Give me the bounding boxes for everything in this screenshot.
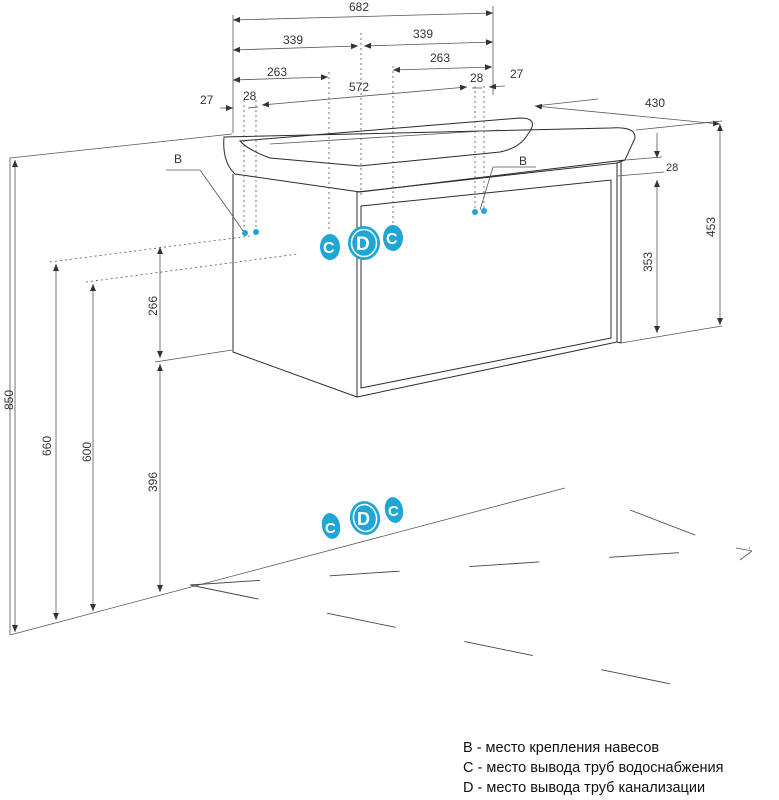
dim-half-right: 339 [413, 27, 433, 41]
floor-outlets: C D C [321, 497, 404, 539]
b-label-left: B [174, 152, 182, 166]
water-outlet-left-letter: C [323, 240, 335, 257]
dim-floor-to-cabinet: 396 [146, 472, 160, 492]
mounting-points: B B [166, 152, 536, 236]
dim-bowl-height: 453 [704, 217, 718, 237]
legend-b: B - место крепления навесов [463, 740, 660, 756]
dim-height-660: 660 [40, 436, 54, 456]
dim-half-left: 339 [283, 33, 303, 47]
floor-drain-marker [349, 501, 381, 535]
dim-offset-left-28: 28 [243, 89, 257, 103]
floor-water-left-letter: C [325, 520, 336, 537]
legend-c: C - место вывода труб водоснабжения [463, 760, 724, 776]
dim-cabinet-height: 353 [641, 252, 655, 272]
drain-outlet-marker [348, 226, 380, 260]
dim-height-600: 600 [80, 442, 94, 462]
mount-dot-left-1 [242, 230, 248, 236]
basin [223, 117, 636, 193]
legend-d: D - место вывода труб канализации [463, 780, 706, 796]
legend: B - место крепления навесов C - место вы… [463, 738, 723, 798]
dim-offset-right-27: 27 [510, 67, 524, 81]
mount-dot-left-2 [253, 229, 259, 235]
water-outlet-right-letter: C [386, 231, 398, 248]
wall-outline [9, 133, 723, 636]
top-dimensions: 682 339 339 263 263 27 28 572 28 27 [200, 0, 524, 195]
dim-rim: 28 [666, 162, 678, 174]
floor-water-right-letter: C [388, 503, 399, 520]
b-label-right: B [519, 154, 527, 168]
water-outlet-left-marker [320, 234, 340, 260]
floor-drain-letter: D [357, 509, 370, 529]
drain-outlet-letter: D [356, 234, 370, 255]
dim-offset-right-28: 28 [470, 71, 484, 85]
cabinet [232, 159, 626, 398]
right-dimensions: 430 28 453 353 [534, 96, 723, 333]
dim-c-left: 263 [267, 65, 287, 79]
water-outlet-right-marker [383, 225, 403, 251]
dim-depth: 430 [645, 96, 665, 110]
dim-mount-span: 572 [349, 80, 369, 94]
dim-offset-left-27: 27 [200, 93, 214, 107]
floor-water-left-marker [321, 513, 341, 539]
dim-span-266: 266 [146, 296, 160, 316]
dim-total-width: 682 [349, 0, 369, 14]
dim-total-height: 850 [2, 390, 16, 410]
wall-outlets: C D C [320, 225, 403, 260]
mount-dot-right-2 [481, 208, 487, 214]
mount-dot-right-1 [472, 209, 478, 215]
plumbing-guides [49, 66, 485, 283]
floor-outline [189, 509, 761, 691]
dim-c-right: 263 [430, 51, 450, 65]
left-dimensions: 850 660 600 266 396 [2, 160, 233, 632]
floor-water-right-marker [384, 497, 404, 523]
